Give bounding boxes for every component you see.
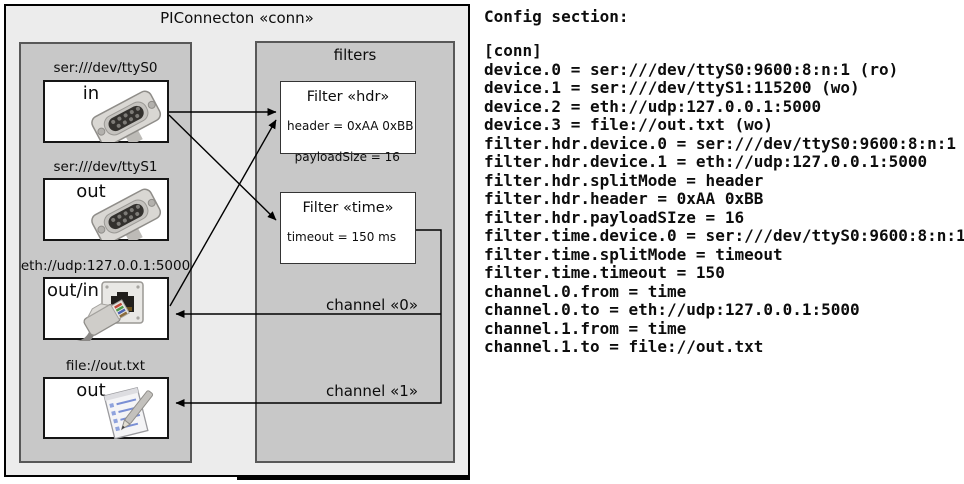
device-box-ttyS1: out <box>43 178 169 245</box>
config-section-heading: Config section: <box>484 7 629 26</box>
device-mode-label: out/in <box>47 280 99 301</box>
filter-time-props: timeout = 150 ms <box>287 230 397 244</box>
device-url-file: file://out.txt <box>65 358 146 374</box>
device-box-file: out <box>43 377 169 440</box>
frame-bottom-edge <box>237 477 470 480</box>
device-mode-label: out <box>76 181 106 202</box>
device-box-eth: out/in <box>43 277 169 347</box>
device-mode-label: out <box>76 380 106 401</box>
device-url-ttyS0: ser:///dev/ttyS0 <box>53 60 158 76</box>
serial-connector-icon <box>77 88 169 147</box>
filter-hdr-prop-header: header = 0xAA 0xBB <box>287 119 414 133</box>
config-section-body: [conn] device.0 = ser:///dev/ttyS0:9600:… <box>484 41 964 356</box>
device-box-ttyS0: in <box>43 80 169 147</box>
filter-box-time: Filter «time» timeout = 150 ms <box>280 192 416 264</box>
filter-time-title: Filter «time» <box>302 200 394 216</box>
channel-1-label: channel «1» <box>325 382 418 400</box>
filter-hdr-prop-payload: payloadSize = 16 <box>294 150 400 164</box>
device-mode-label: in <box>82 83 100 104</box>
filters-panel-label: filters <box>333 46 377 64</box>
filter-hdr-props: header = 0xAA 0xBB payloadSize = 16 <box>287 119 413 166</box>
filter-box-hdr: Filter «hdr» header = 0xAA 0xBB payloadS… <box>280 81 416 164</box>
notepad-icon <box>97 385 159 443</box>
filter-hdr-title: Filter «hdr» <box>306 89 390 105</box>
serial-connector-icon <box>77 186 169 245</box>
diagram-title: PIConnecton «conn» <box>160 9 314 27</box>
device-url-eth: eth://udp:127.0.0.1:5000 <box>20 258 191 274</box>
device-url-ttyS1: ser:///dev/ttyS1 <box>53 159 158 175</box>
channel-0-label: channel «0» <box>325 296 418 314</box>
ethernet-cable-icon <box>61 299 141 347</box>
